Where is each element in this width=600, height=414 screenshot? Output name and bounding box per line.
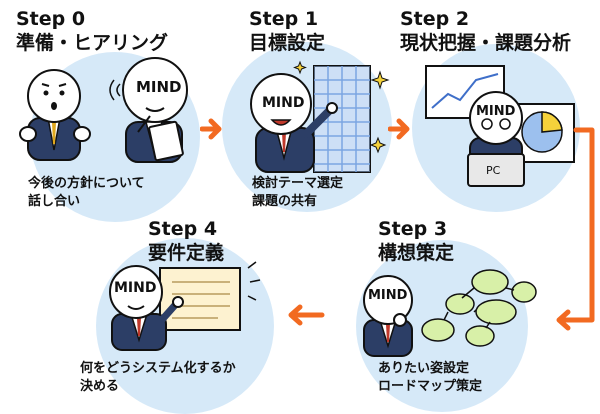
step0-desc-line2: 話し合い — [28, 194, 81, 209]
step4-desc-line2: 決める — [80, 379, 120, 394]
step0-desc-line1: 今後の方針について — [28, 176, 145, 191]
step0-number: Step 0 — [16, 8, 86, 30]
step2-title: 現状把握・課題分析 — [400, 32, 572, 54]
step4-title: 要件定義 — [148, 242, 225, 264]
arrow-step0-to-step1 — [200, 118, 222, 140]
step3-number: Step 3 — [378, 218, 448, 240]
step4-mind-label: MIND — [114, 280, 157, 296]
step0-mind-label: MIND — [136, 78, 182, 96]
step3-mind-label: MIND — [368, 288, 408, 303]
step1-mind-label: MIND — [262, 95, 305, 111]
step2-number: Step 2 — [400, 8, 470, 30]
step4-illustration — [109, 261, 261, 351]
step1-number: Step 1 — [249, 8, 319, 30]
step3-desc-line1: ありたい姿設定 — [378, 361, 470, 376]
arrow-step2-to-step3 — [556, 127, 595, 331]
step4-desc-line1: 何をどうシステム化するか — [80, 361, 236, 376]
step1-title: 目標設定 — [249, 32, 326, 54]
step3-desc-line2: ロードマップ策定 — [378, 379, 483, 394]
step1-desc-line2: 課題の共有 — [252, 194, 318, 209]
step1-illustration — [250, 60, 390, 173]
step4-number: Step 4 — [148, 218, 218, 240]
step2-pc-label: PC — [486, 164, 501, 177]
step3-illustration — [363, 269, 537, 357]
step1-desc-line1: 検討テーマ選定 — [252, 176, 344, 191]
step3-title: 構想策定 — [378, 242, 455, 264]
arrow-step3-to-step4 — [288, 304, 325, 326]
arrow-step1-to-step2 — [388, 118, 410, 140]
step0-illustration — [19, 57, 188, 163]
step2-illustration — [425, 65, 575, 187]
step0-title: 準備・ヒアリング — [16, 32, 169, 54]
step2-mind-label: MIND — [476, 104, 516, 119]
